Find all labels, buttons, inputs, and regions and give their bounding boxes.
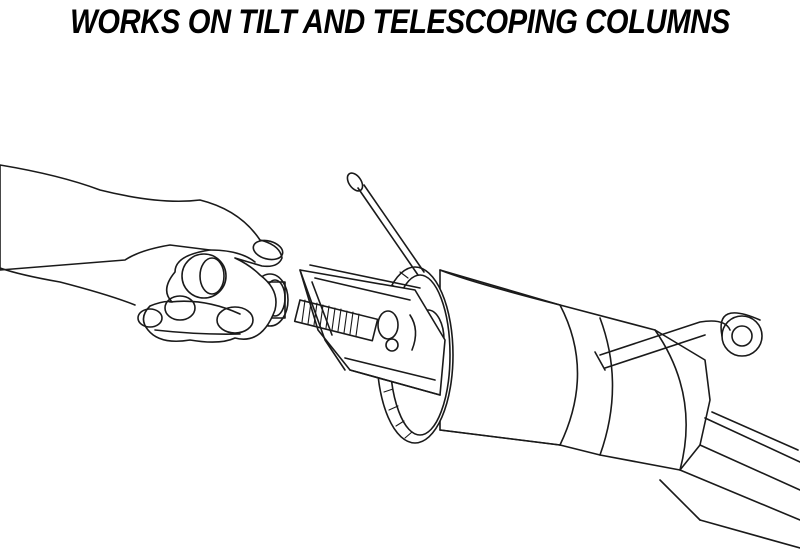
page-title: WORKS ON TILT AND TELESCOPING COLUMNS: [70, 3, 730, 41]
hand: [0, 164, 284, 343]
release-rod: [346, 172, 425, 276]
steering-column: [439, 269, 800, 549]
puller-tool: [251, 264, 446, 396]
tilt-lever: [594, 312, 763, 371]
